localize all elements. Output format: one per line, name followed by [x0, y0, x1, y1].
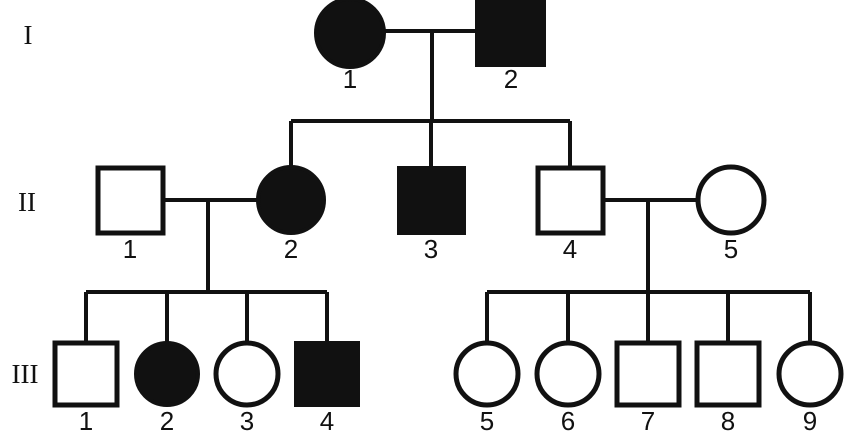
individual-iii-1-number: 1 [79, 406, 93, 436]
generation-label-i: I [24, 20, 33, 50]
individual-iii-2-circle-filled[interactable] [134, 341, 200, 407]
individual-ii-4-square-open[interactable] [535, 165, 606, 236]
individual-iii-5-circle-open[interactable] [453, 340, 521, 408]
individual-ii-5-number: 5 [724, 234, 738, 264]
individual-iii-3-circle-open[interactable] [213, 340, 281, 408]
individual-ii-3-square-filled[interactable] [397, 166, 466, 235]
individual-iii-6-circle-open[interactable] [534, 340, 602, 408]
individual-ii-2-number: 2 [284, 234, 298, 264]
individual-symbols-layer [52, 0, 844, 408]
individual-iii-3-number: 3 [240, 406, 254, 436]
connector-lines-layer [84, 29, 812, 343]
generation-label-ii: II [18, 187, 36, 217]
individual-iii-1-square-open[interactable] [52, 340, 120, 408]
individual-iii-9-number: 9 [803, 406, 817, 436]
individual-iii-6-number: 6 [561, 406, 575, 436]
individual-iii-7-square-open[interactable] [614, 340, 682, 408]
individual-ii-5-circle-open[interactable] [695, 164, 767, 236]
individual-iii-8-square-open[interactable] [694, 340, 762, 408]
individual-iii-7-number: 7 [641, 406, 655, 436]
individual-id-labels-layer: 1 2 1 2 3 4 5 1 2 3 4 5 6 7 8 9 [79, 64, 817, 436]
individual-iii-5-number: 5 [480, 406, 494, 436]
individual-i-1-number: 1 [343, 64, 357, 94]
individual-i-1-circle-filled[interactable] [314, 0, 386, 69]
individual-iii-4-number: 4 [320, 406, 334, 436]
individual-ii-3-number: 3 [424, 234, 438, 264]
individual-iii-4-square-filled[interactable] [294, 341, 360, 407]
individual-ii-1-square-open[interactable] [95, 165, 166, 236]
individual-i-2-square-filled[interactable] [475, 0, 546, 67]
individual-ii-4-number: 4 [563, 234, 577, 264]
individual-i-2-number: 2 [504, 64, 518, 94]
individual-ii-2-circle-filled[interactable] [256, 165, 326, 235]
generation-label-iii: III [12, 359, 39, 389]
individual-ii-1-number: 1 [123, 234, 137, 264]
individual-iii-2-number: 2 [160, 406, 174, 436]
individual-iii-8-number: 8 [721, 406, 735, 436]
individual-iii-9-circle-open[interactable] [776, 340, 844, 408]
